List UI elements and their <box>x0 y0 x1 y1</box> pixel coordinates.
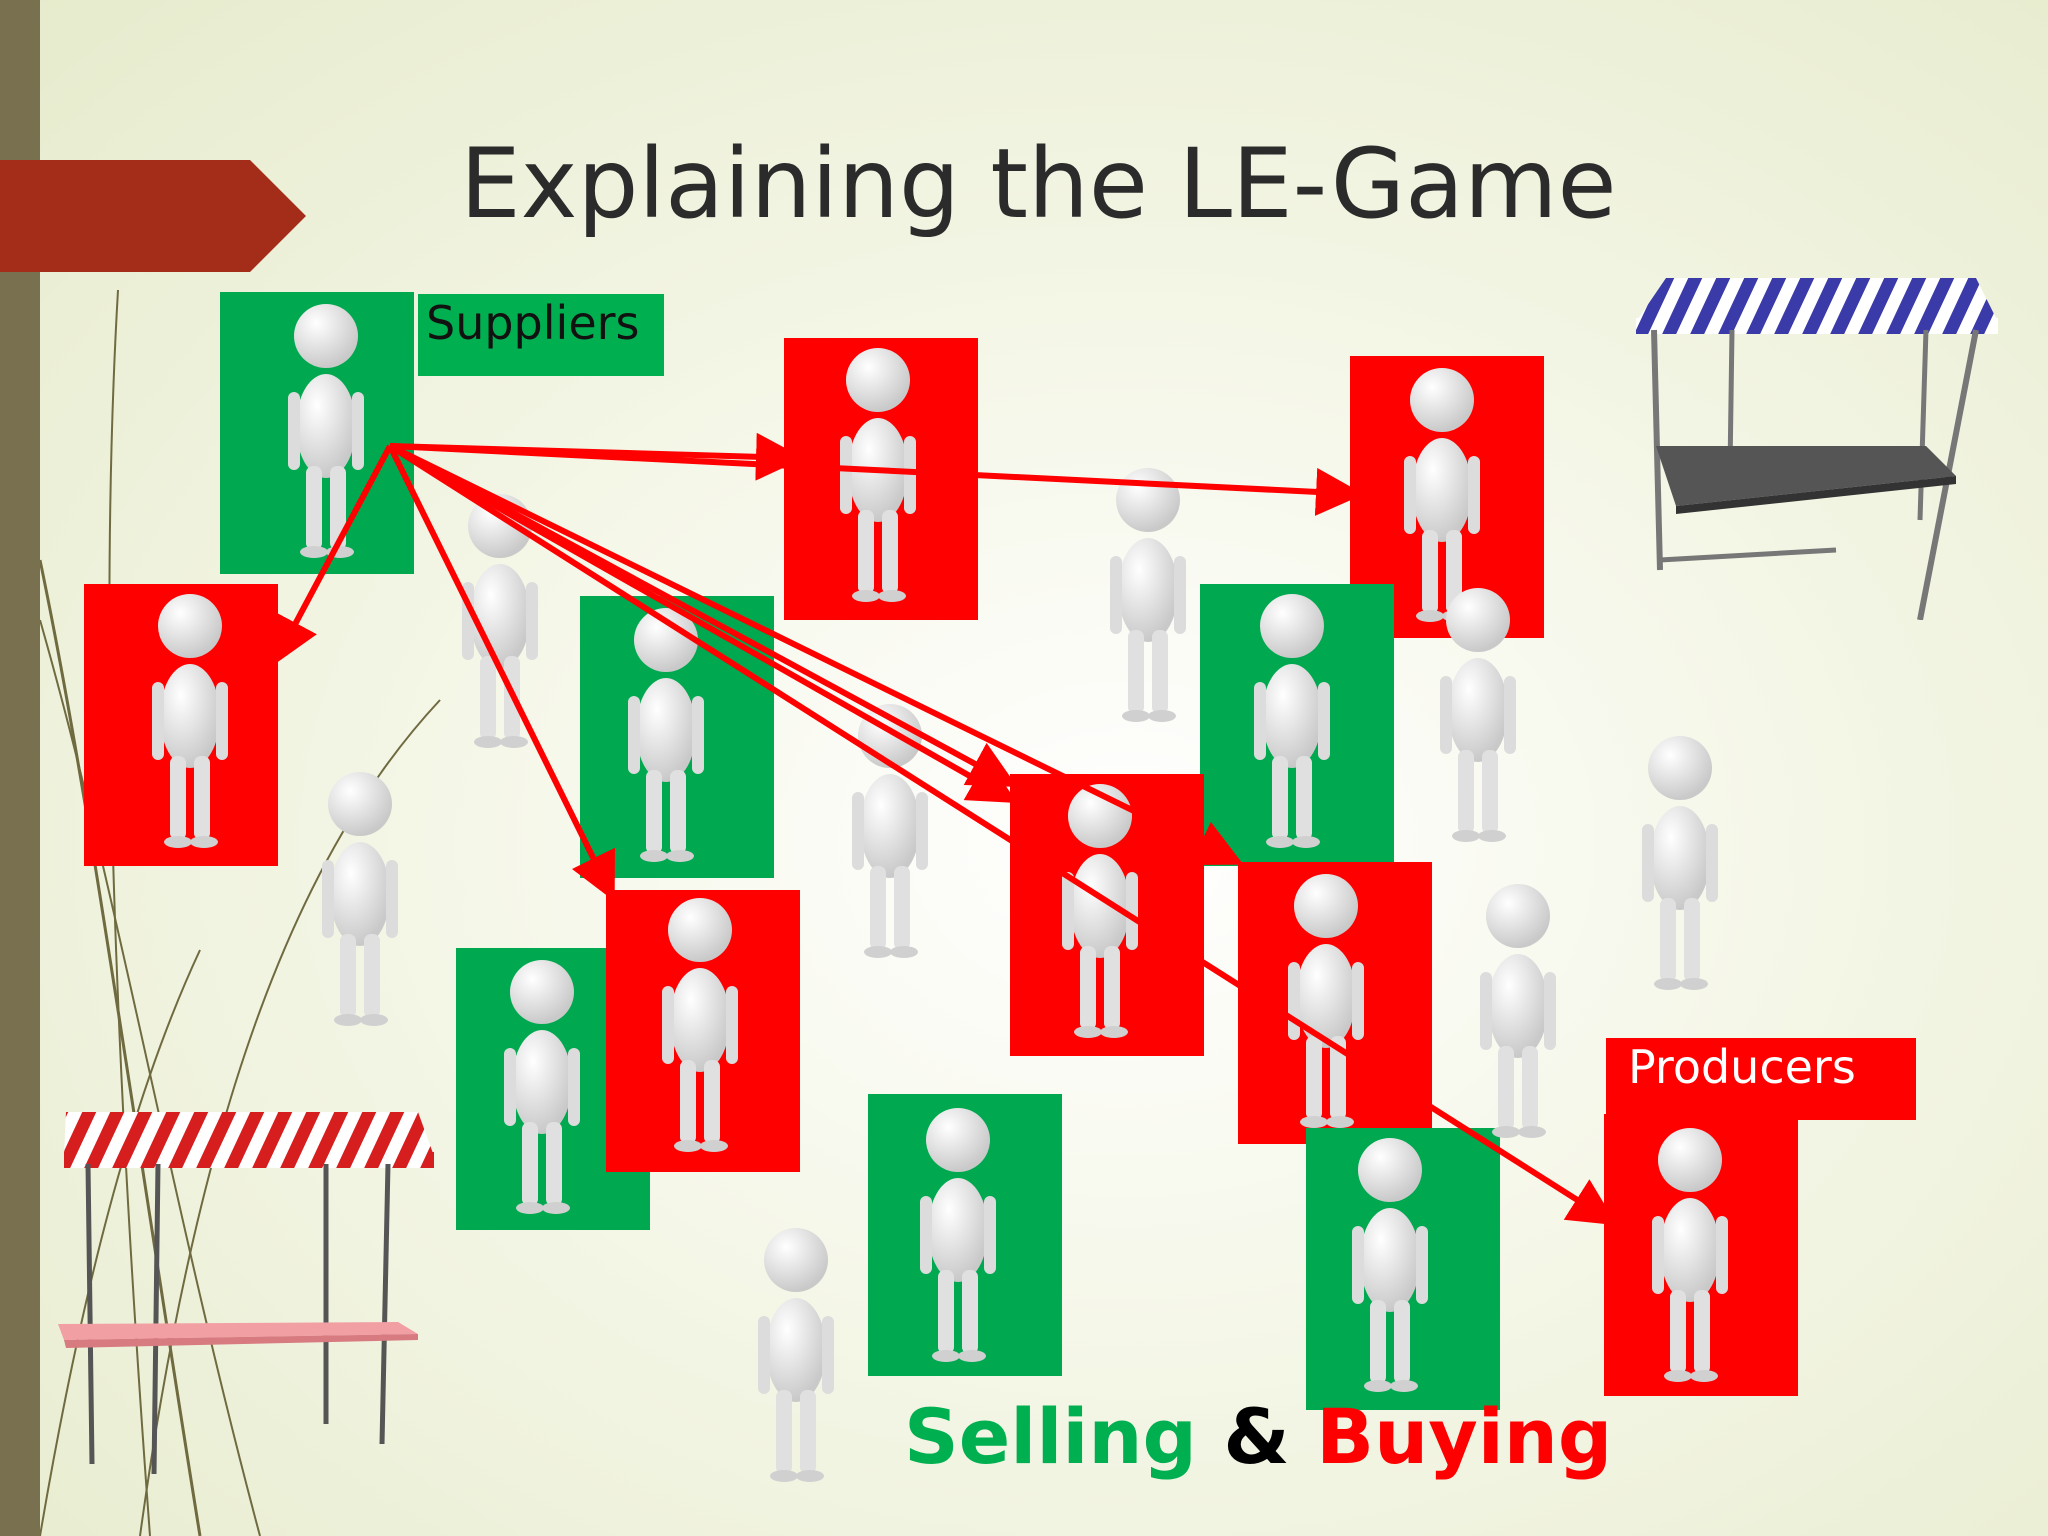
stick-figure-icon <box>920 1108 996 1362</box>
stick-figure-icon <box>1288 874 1364 1128</box>
stick-figure-icon <box>152 594 228 848</box>
stick-figure-icon <box>462 494 538 748</box>
slogan-selling: Selling <box>904 1392 1197 1481</box>
stick-figure-icon <box>628 608 704 862</box>
stick-figure-icon <box>1642 736 1718 990</box>
producers-label: Producers <box>1628 1040 1856 1094</box>
slogan: Selling & Buying <box>904 1392 1612 1481</box>
stick-figure-icon <box>1480 884 1556 1138</box>
stick-figure-icon <box>288 304 364 558</box>
stick-figure-icon <box>1652 1128 1728 1382</box>
stick-figure-icon <box>322 772 398 1026</box>
stick-figure-icon <box>1352 1138 1428 1392</box>
slide-title: Explaining the LE-Game <box>460 128 1617 240</box>
slogan-ampersand: & <box>1223 1392 1290 1481</box>
stick-figure-icon <box>1062 784 1138 1038</box>
suppliers-label-box <box>418 294 664 376</box>
market-stall-icon <box>1636 278 1998 620</box>
stick-figure-icon <box>852 704 928 958</box>
slogan-buying: Buying <box>1316 1392 1613 1481</box>
producers-label-box <box>1606 1038 1916 1120</box>
market-stall-icon <box>58 1112 434 1474</box>
title-arrow-shape <box>0 160 306 272</box>
stick-figure-icon <box>1254 594 1330 848</box>
stick-figure-icon <box>840 348 916 602</box>
stick-figure-icon <box>1110 468 1186 722</box>
stick-figure-icon <box>662 898 738 1152</box>
stick-figure-icon <box>504 960 580 1214</box>
stick-figure-icon <box>1440 588 1516 842</box>
suppliers-label: Suppliers <box>426 296 640 350</box>
stick-figure-icon <box>758 1228 834 1482</box>
